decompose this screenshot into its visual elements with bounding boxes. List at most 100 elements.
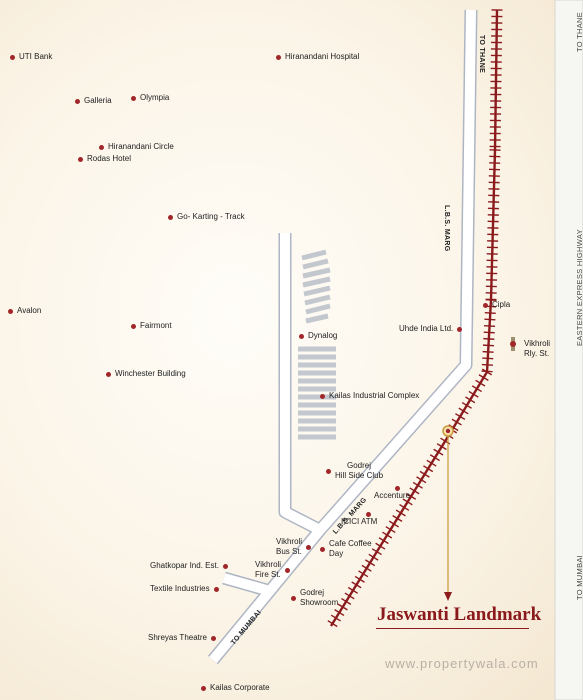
railway-tie [426, 459, 437, 467]
railway-tie [482, 344, 495, 347]
railway-tie [399, 503, 410, 511]
poi-marker-icon [8, 308, 13, 314]
railway-tie [475, 379, 486, 387]
poi-marker-icon [213, 586, 219, 592]
poi-marker-icon [326, 468, 331, 474]
poi-marker-icon [131, 95, 136, 101]
highway-label-to-mumbai: TO MUMBAI [575, 554, 583, 600]
railway-tie [471, 385, 482, 393]
railway-tie [482, 350, 494, 353]
railway-tie [358, 570, 369, 578]
title-underline [376, 628, 529, 629]
railway-tie [478, 374, 489, 382]
poi-marker-icon [483, 302, 488, 308]
poi-marker-icon [285, 567, 291, 573]
railway-tie [395, 509, 406, 517]
railway-tie [344, 592, 355, 600]
railway-tie [402, 498, 413, 506]
railway-station-icon [510, 337, 516, 351]
poi-olympia: Olympia [131, 93, 169, 103]
poi-go-karting: Go- Karting - Track [168, 212, 245, 222]
railway-tie [341, 597, 352, 605]
industrial-buildings [298, 249, 336, 440]
poi-dynalog: Dynalog [299, 331, 337, 341]
poi-marker-icon [10, 54, 15, 60]
property-title: Jaswanti Landmark [377, 604, 542, 625]
railway-tie [483, 331, 495, 334]
railway-tie [451, 418, 462, 426]
poi-avalon: Avalon [8, 306, 41, 316]
railway-tie [347, 586, 359, 594]
poi-godrej-showroom: Godrej Showroom [291, 588, 338, 608]
poi-marker-icon [201, 685, 206, 691]
poi-rodas-hotel: Rodas Hotel [78, 154, 131, 164]
railway-tie [482, 357, 494, 360]
poi-marker-icon [276, 54, 281, 60]
poi-marker-icon [75, 98, 80, 104]
railway-tie [484, 324, 496, 327]
railway-tie [481, 368, 493, 376]
railway-tie [458, 407, 469, 415]
railway-tie [423, 465, 434, 473]
railway-tie [409, 487, 420, 495]
road-label-lbs-marg-north: L.B.S. MARG [443, 205, 450, 252]
poi-textile: Textile Industries [150, 584, 219, 594]
roads [207, 9, 478, 665]
poi-uhde-india: Uhde India Ltd. [399, 324, 463, 334]
poi-vikhroli-rly: Vikhroli Rly. St. [524, 339, 551, 358]
poi-kailas-industrial: Kailas Industrial Complex [320, 391, 419, 401]
railway-tie [351, 581, 362, 589]
railway-tie [368, 553, 379, 561]
poi-uti-bank: UTI Bank [10, 52, 52, 62]
railway-tie [378, 537, 389, 545]
railway-tie [419, 470, 430, 478]
railway-tie [484, 311, 496, 314]
poi-shreyas: Shreyas Theatre [148, 633, 216, 643]
railway-tie [327, 620, 338, 628]
highway-label-to-thane: TO THANE [575, 11, 583, 52]
poi-cipla: Cipla [483, 300, 510, 310]
highway-label-name: EASTERN EXPRESS HIGHWAY [575, 229, 583, 346]
poi-accenture: Accenture [374, 483, 440, 500]
poi-marker-icon [291, 595, 296, 601]
poi-marker-icon [106, 371, 111, 377]
poi-marker-icon [457, 326, 463, 332]
railway-tie [334, 609, 345, 617]
railway-tie [468, 390, 479, 398]
poi-marker-icon [222, 563, 228, 569]
railway-tie [371, 548, 382, 556]
railway-tie [412, 481, 423, 489]
railway-tie [455, 413, 466, 420]
railway-tie [405, 492, 417, 500]
poi-marker-icon [366, 511, 371, 517]
railway-tie [465, 396, 476, 404]
railway-tie [375, 542, 386, 550]
railway-tie [330, 614, 341, 622]
poi-marker-icon [78, 156, 83, 162]
poi-hiranandani-hospital: Hiranandani Hospital [276, 52, 359, 62]
railway-tie [365, 559, 376, 567]
railway-tie [483, 337, 495, 340]
poi-marker-icon [306, 544, 312, 550]
poi-godrej-hill: Godrej Hill Side Club [326, 461, 383, 481]
railway-tie [485, 298, 497, 302]
poi-galleria: Galleria [75, 96, 112, 106]
railway-tie [429, 454, 440, 462]
railway-tie [337, 603, 348, 611]
railway-tie [416, 476, 427, 484]
poi-ghatkopar-ind: Ghatkopar Ind. Est. [150, 561, 228, 571]
railway-tie [436, 443, 447, 451]
railway-tie [388, 520, 400, 528]
railway-tie [481, 363, 493, 366]
poi-marker-icon [320, 393, 325, 399]
poi-kailas-corporate: Kailas Corporate [201, 683, 270, 693]
poi-marker-icon [131, 323, 136, 329]
watermark: www.propertywala.com [385, 656, 539, 671]
road-label-to-thane: TO THANE [478, 35, 485, 74]
poi-marker-icon [99, 144, 104, 150]
poi-fairmont: Fairmont [131, 321, 172, 331]
poi-hiranandani-circle: Hiranandani Circle [99, 142, 174, 152]
railway-tie [461, 401, 472, 409]
property-pointer [442, 425, 454, 601]
